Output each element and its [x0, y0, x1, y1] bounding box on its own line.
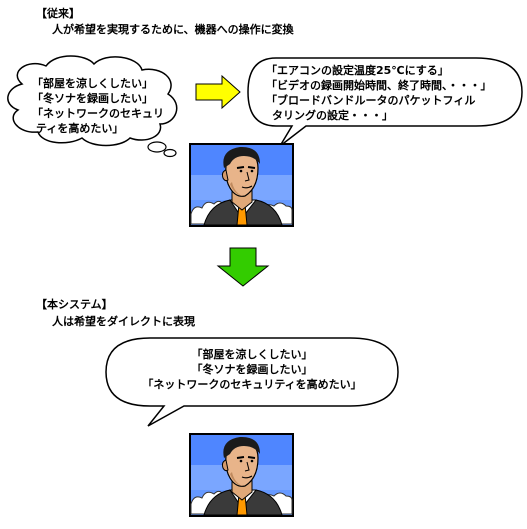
thought-bubble-text: 「部屋を涼しくしたい」 「冬ソナを録画したい」 「ネットワークのセキュリ ティを… — [32, 76, 164, 136]
thought-line: 「部屋を涼しくしたい」 — [32, 77, 153, 90]
thought-line: 「冬ソナを録画したい」 — [32, 92, 153, 105]
man-portrait-before — [189, 143, 294, 227]
right-arrow — [195, 74, 241, 110]
description-before: 人が希望を実現するために、機器への操作に変換 — [52, 23, 294, 36]
speech-bubble-after — [105, 337, 399, 427]
speech-bubble-before — [247, 57, 523, 147]
heading-after: 【本システム】 — [36, 298, 113, 311]
speech-line: 「ネットワークのセキュリティを高めたい」 — [142, 378, 362, 391]
speech-line: 「部屋を涼しくしたい」 — [191, 348, 313, 361]
speech-bubble-before-text: 「エアコンの設定温度25℃にする」 「ビデオの録画開始時間、終了時間、・・・」 … — [266, 63, 492, 123]
description-after: 人は希望をダイレクトに表現 — [52, 315, 195, 328]
heading-before: 【従来】 — [36, 7, 80, 20]
speech-line: 「冬ソナを録画したい」 — [191, 363, 313, 376]
thought-line: ティを高めたい」 — [36, 122, 124, 135]
speech-line: タリングの設定・・・」 — [272, 109, 393, 122]
speech-line: 「ビデオの録画開始時間、終了時間、・・・」 — [266, 79, 492, 92]
speech-bubble-after-text: 「部屋を涼しくしたい」 「冬ソナを録画したい」 「ネットワークのセキュリティを高… — [116, 347, 388, 392]
speech-line: 「ブロードバンドルータのパケットフィル — [266, 94, 476, 107]
thought-bubble — [7, 55, 178, 158]
man-portrait-after — [189, 433, 294, 517]
speech-line: 「エアコンの設定温度25℃にする」 — [266, 64, 449, 77]
thought-line: 「ネットワークのセキュリ — [32, 107, 164, 120]
down-arrow — [216, 247, 270, 287]
